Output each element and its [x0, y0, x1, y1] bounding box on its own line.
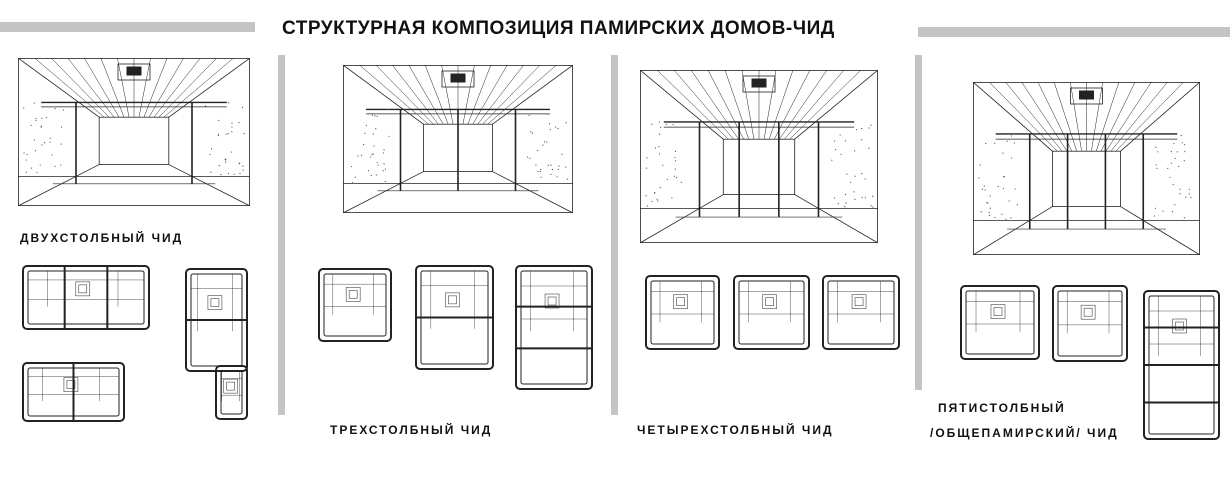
floor-plan	[1052, 285, 1128, 362]
interior-sketch-five-column	[973, 82, 1200, 255]
interior-sketch-three-column	[343, 65, 573, 213]
header-bar-left	[0, 22, 255, 32]
floor-plan	[822, 275, 900, 350]
floor-plan	[185, 268, 248, 372]
label-five-column-line1: ПЯТИСТОЛБНЫЙ	[938, 401, 1066, 415]
floor-plan	[645, 275, 720, 350]
label-three-column: ТРЕХСТОЛБНЫЙ ЧИД	[330, 423, 492, 437]
label-two-column: ДВУХСТОЛБНЫЙ ЧИД	[20, 231, 183, 245]
floor-plan	[733, 275, 810, 350]
floor-plan	[22, 362, 125, 422]
floor-plan	[215, 365, 248, 420]
divider-3	[915, 55, 922, 390]
label-five-column-line2: /ОБЩЕПАМИРСКИЙ/ ЧИД	[930, 426, 1119, 440]
interior-sketch-four-column	[640, 70, 878, 243]
floor-plan	[515, 265, 593, 390]
sheet-title: СТРУКТУРНАЯ КОМПОЗИЦИЯ ПАМИРСКИХ ДОМОВ-Ч…	[282, 18, 835, 40]
floor-plan	[318, 268, 392, 342]
divider-1	[278, 55, 285, 415]
floor-plan	[1143, 290, 1220, 440]
divider-2	[611, 55, 618, 415]
floor-plan	[960, 285, 1040, 360]
interior-sketch-two-column	[18, 58, 250, 206]
floor-plan	[22, 265, 150, 330]
floor-plan	[415, 265, 494, 370]
header-bar-right	[918, 27, 1230, 37]
label-four-column: ЧЕТЫРЕХСТОЛБНЫЙ ЧИД	[637, 423, 834, 437]
